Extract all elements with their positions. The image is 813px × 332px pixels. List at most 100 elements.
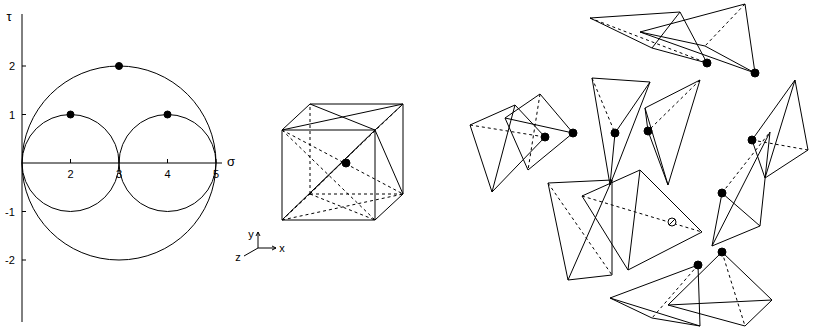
edge [568,275,612,280]
tetrahedron [582,170,702,270]
vertex-dot [718,189,726,197]
tetrahedron [548,180,612,280]
tick-label: 3 [116,169,122,180]
edge [470,125,492,192]
tick-label: 2 [67,169,73,180]
axis-arrow [244,248,258,256]
edge [610,82,650,185]
hidden-edge [310,104,311,194]
tetrahedron [505,94,577,170]
stress-dot [116,63,123,70]
edge [528,133,573,170]
edge [492,105,515,192]
axis-title: τ [6,10,11,23]
edge [282,104,403,130]
edge [680,12,707,63]
vertex-dot [694,261,702,269]
tick [70,159,71,163]
edge [628,232,702,270]
hidden-edge [282,194,403,220]
hollow-dot [668,218,676,226]
edge [375,104,403,130]
edge [640,170,702,232]
mohr-plot [22,14,222,322]
axis-arrow [258,232,259,248]
edge [765,80,795,178]
hidden-edge [528,94,540,170]
edge [640,32,755,73]
hidden-edge [590,18,707,63]
tick [22,114,26,115]
edge [765,150,808,178]
edge [282,130,283,220]
tick-label: -2 [5,255,15,266]
edge [568,180,612,280]
edge [610,265,698,298]
tetrahedron [668,248,772,326]
axis-name: x [279,243,285,254]
edge [612,180,613,275]
edge [582,170,640,196]
edge [722,193,760,226]
edge [610,298,652,318]
edge [375,130,403,194]
tick [22,211,26,212]
edge [712,132,770,246]
cube [282,104,403,220]
tetrahedron [640,4,759,77]
edge [640,32,705,46]
edge [640,4,745,32]
edge [745,4,755,73]
edge [645,80,700,108]
edge [745,300,772,326]
tick-label: 4 [164,169,170,180]
tetrahedron [610,261,702,326]
tick [167,159,168,163]
edge [628,170,640,270]
edge [282,104,310,130]
edge [590,12,680,18]
hidden-edge [310,194,403,195]
edge [548,183,568,280]
edge [492,137,545,192]
arrowhead [272,246,276,250]
edge [712,193,722,246]
mohr-circle [119,115,216,212]
edge [375,130,376,220]
tick-label: 2 [9,61,15,72]
edge [548,180,612,183]
vertex-dot [748,136,756,144]
edge [668,305,745,326]
edge [310,104,375,130]
edge [615,82,650,133]
tetrahedron [712,132,770,246]
arrowhead [256,232,260,236]
center-dot [342,159,350,167]
edge [668,300,772,305]
tick-label: 5 [213,169,219,180]
edge [505,118,528,170]
stress-dot [67,111,74,118]
edge [645,108,668,185]
edge [582,196,628,270]
edge [712,226,760,246]
edge [470,105,515,125]
tetrahedron [590,12,711,67]
edge [282,130,375,131]
hidden-edge [282,104,403,220]
vertex-dot [541,133,549,141]
tick [22,260,26,261]
edge [760,132,770,226]
axis-name: z [235,252,241,263]
hidden-edge [722,252,745,326]
edge [505,94,540,118]
tetrahedron [644,80,700,185]
edge [652,318,700,326]
edge [540,94,573,133]
vertex-dot [644,127,652,135]
hidden-edge [282,130,403,194]
vertex-dot [611,129,619,137]
vertex-dot [751,69,759,77]
